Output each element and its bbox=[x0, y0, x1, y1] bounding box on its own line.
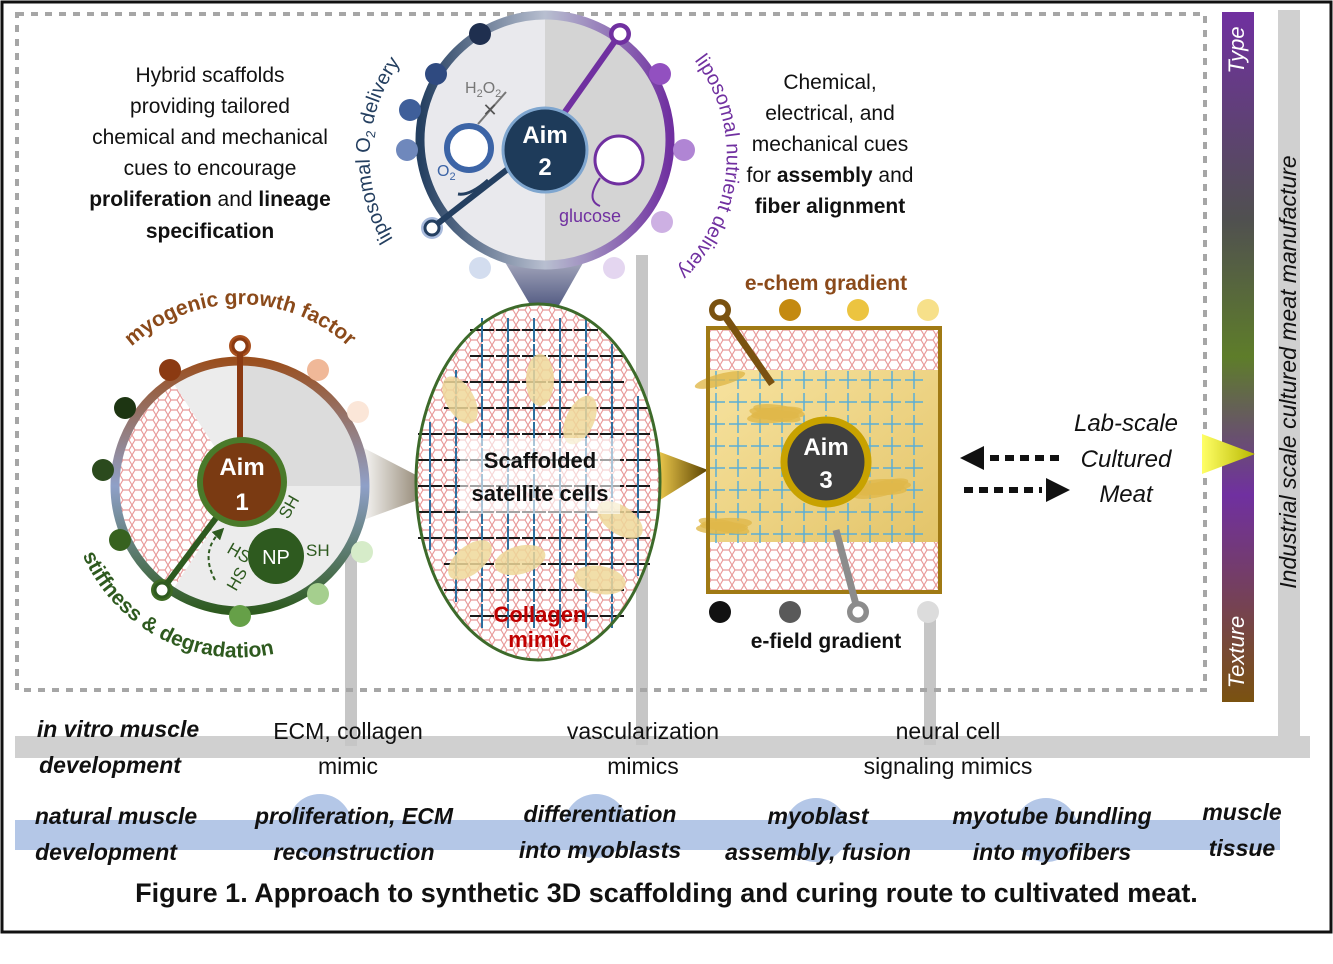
nutrient-liposome bbox=[593, 134, 645, 186]
aim3-description: Chemical, electrical, and mechanical cue… bbox=[747, 71, 914, 218]
mimic-label: mimic bbox=[508, 627, 572, 652]
svg-text:myotube bundling: myotube bundling bbox=[952, 803, 1151, 829]
svg-text:proliferation and lineage: proliferation and lineage bbox=[89, 188, 331, 211]
svg-text:electrical, and: electrical, and bbox=[765, 102, 895, 125]
natural-timeline-bar bbox=[15, 794, 1280, 862]
svg-text:natural muscle: natural muscle bbox=[35, 803, 198, 829]
rail-frame bbox=[15, 10, 1310, 758]
aim3-panel: Aim 3 e-chem gradient e-field gradient bbox=[694, 272, 942, 653]
stage-neural: neural cell bbox=[896, 718, 1001, 744]
svg-text:assembly, fusion: assembly, fusion bbox=[725, 839, 911, 865]
echem-dots bbox=[709, 299, 939, 321]
svg-text:Aim: Aim bbox=[219, 454, 264, 481]
in-vitro-row: in vitro muscle development ECM, collage… bbox=[37, 716, 1033, 779]
svg-text:tissue: tissue bbox=[1209, 835, 1276, 861]
figure-caption: Figure 1. Approach to synthetic 3D scaff… bbox=[135, 878, 1198, 908]
industrial-arrow bbox=[1202, 434, 1255, 474]
svg-text:Meat: Meat bbox=[1099, 481, 1154, 508]
svg-text:myoblast: myoblast bbox=[768, 803, 870, 829]
svg-text:Lab-scale: Lab-scale bbox=[1074, 410, 1178, 437]
svg-text:for assembly and: for assembly and bbox=[747, 164, 914, 187]
oxygen-liposome bbox=[444, 123, 494, 173]
outer-frame bbox=[0, 0, 1333, 934]
type-label: Type bbox=[1224, 26, 1249, 73]
svg-text:Aim: Aim bbox=[522, 122, 567, 149]
svg-text:mimics: mimics bbox=[607, 753, 679, 779]
stage-vascularization: vascularization bbox=[567, 718, 719, 744]
efield-label: e-field gradient bbox=[751, 630, 902, 653]
aim2-right-arc-label: liposomal nutrient delivery bbox=[674, 50, 744, 283]
svg-text:development: development bbox=[39, 752, 182, 778]
svg-text:fiber alignment: fiber alignment bbox=[755, 195, 906, 218]
svg-text:1: 1 bbox=[235, 489, 248, 516]
svg-text:mimic: mimic bbox=[318, 753, 378, 779]
svg-text:into myofibers: into myofibers bbox=[973, 839, 1131, 865]
svg-text:reconstruction: reconstruction bbox=[273, 839, 434, 865]
svg-text:providing tailored: providing tailored bbox=[130, 95, 290, 118]
svg-text:muscle: muscle bbox=[1202, 799, 1281, 825]
aim1-badge bbox=[197, 437, 287, 527]
efield-dots bbox=[709, 601, 939, 623]
natural-row: natural muscle development proliferation… bbox=[35, 799, 1282, 865]
aim2-badge bbox=[501, 106, 589, 194]
np-label: NP bbox=[262, 547, 290, 569]
svg-text:3: 3 bbox=[819, 467, 832, 494]
satellite-cells-label: satellite cells bbox=[472, 481, 609, 506]
aim3-badge bbox=[780, 416, 872, 508]
scope-box bbox=[15, 12, 1207, 692]
svg-text:2: 2 bbox=[538, 154, 551, 181]
svg-text:Chemical,: Chemical, bbox=[783, 71, 876, 94]
svg-text:signaling mimics: signaling mimics bbox=[864, 753, 1033, 779]
svg-text:Hybrid scaffolds: Hybrid scaffolds bbox=[135, 64, 284, 87]
svg-text:differentiation: differentiation bbox=[524, 801, 677, 827]
svg-text:mechanical cues: mechanical cues bbox=[752, 133, 908, 156]
aim1-dial: Aim 1 NP SH SH HS HS myogenic growth fac… bbox=[78, 286, 373, 663]
glucose-label: glucose bbox=[559, 206, 621, 226]
echem-label: e-chem gradient bbox=[745, 272, 907, 295]
svg-text:proliferation, ECM: proliferation, ECM bbox=[254, 803, 454, 829]
aim2-dial: ✕ H2O2 O2 glucose Aim 2 liposomal O2 del… bbox=[352, 10, 744, 330]
svg-text:Cultured: Cultured bbox=[1081, 446, 1172, 473]
stage-ecm: ECM, collagen bbox=[273, 718, 423, 744]
collagen-label: Collagen bbox=[494, 602, 587, 627]
o2-label: O2 bbox=[437, 163, 456, 183]
h2o2-label: H2O2 bbox=[465, 80, 501, 100]
svg-text:chemical and mechanical: chemical and mechanical bbox=[92, 126, 328, 149]
svg-text:development: development bbox=[35, 839, 178, 865]
type-texture-bar: Type Texture bbox=[1202, 12, 1255, 702]
lab-scale-group: Lab-scale Cultured Meat bbox=[960, 410, 1178, 508]
svg-text:cues to encourage: cues to encourage bbox=[124, 157, 297, 180]
block-mark-icon: ✕ bbox=[482, 100, 497, 120]
thiol-label-2: SH bbox=[306, 541, 330, 560]
svg-text:Aim: Aim bbox=[803, 434, 848, 461]
aim1-description: Hybrid scaffolds providing tailored chem… bbox=[89, 64, 331, 243]
scaffolded-label: Scaffolded bbox=[484, 448, 596, 473]
texture-label: Texture bbox=[1224, 616, 1249, 689]
svg-text:in vitro muscle: in vitro muscle bbox=[37, 716, 200, 742]
svg-text:specification: specification bbox=[146, 220, 274, 243]
center-scaffold: Scaffolded satellite cells Collagen mimi… bbox=[358, 302, 708, 662]
svg-text:into myoblasts: into myoblasts bbox=[519, 837, 681, 863]
nanoparticle bbox=[248, 528, 304, 584]
industrial-label: Industrial scale cultured meat manufactu… bbox=[1275, 155, 1301, 588]
